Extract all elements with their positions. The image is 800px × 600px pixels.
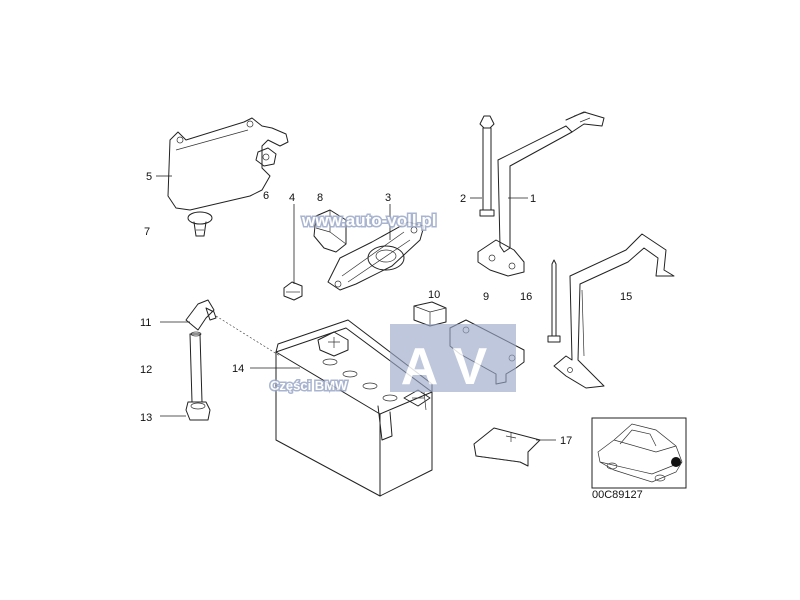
leader-lines bbox=[156, 175, 556, 441]
part-vent-hose bbox=[185, 299, 281, 421]
watermark: www.auto-voll.pl AV Części BMW bbox=[269, 210, 516, 396]
part-holder-bracket bbox=[327, 221, 425, 291]
part-strut bbox=[477, 111, 605, 277]
part-clamp-block bbox=[313, 209, 347, 253]
part-bolt bbox=[283, 281, 303, 301]
callout-1: 1 bbox=[530, 193, 536, 205]
callout-7: 7 bbox=[144, 226, 150, 238]
callout-5: 5 bbox=[146, 171, 152, 183]
callout-14: 14 bbox=[232, 363, 244, 375]
callout-15: 15 bbox=[620, 291, 632, 303]
part-push-clip bbox=[187, 211, 213, 237]
callout-3: 3 bbox=[385, 192, 391, 204]
drawing-number: 00C89127 bbox=[592, 489, 643, 501]
watermark-logo-box bbox=[390, 324, 516, 392]
callout-13: 13 bbox=[140, 412, 152, 424]
callout-16: 16 bbox=[520, 291, 532, 303]
watermark-logo-letters: AV bbox=[401, 338, 505, 396]
watermark-url: www.auto-voll.pl bbox=[301, 211, 436, 230]
callout-17: 17 bbox=[560, 435, 572, 447]
part-bracket-plate bbox=[167, 117, 289, 211]
part-long-bracket bbox=[547, 233, 675, 389]
part-small-block bbox=[413, 301, 447, 327]
callout-6: 6 bbox=[263, 190, 269, 202]
callout-11: 11 bbox=[140, 317, 151, 329]
part-cover-plate bbox=[473, 427, 541, 467]
battery-location-marker bbox=[671, 457, 681, 467]
inset-car-view bbox=[591, 417, 687, 489]
callout-4: 4 bbox=[289, 192, 295, 204]
part-battery bbox=[275, 319, 433, 497]
callout-8: 8 bbox=[317, 192, 323, 204]
watermark-caption: Części BMW bbox=[270, 378, 348, 393]
callout-9: 9 bbox=[483, 291, 489, 303]
callout-2: 2 bbox=[460, 193, 466, 205]
callout-12: 12 bbox=[140, 364, 152, 376]
callout-10: 10 bbox=[428, 289, 440, 301]
